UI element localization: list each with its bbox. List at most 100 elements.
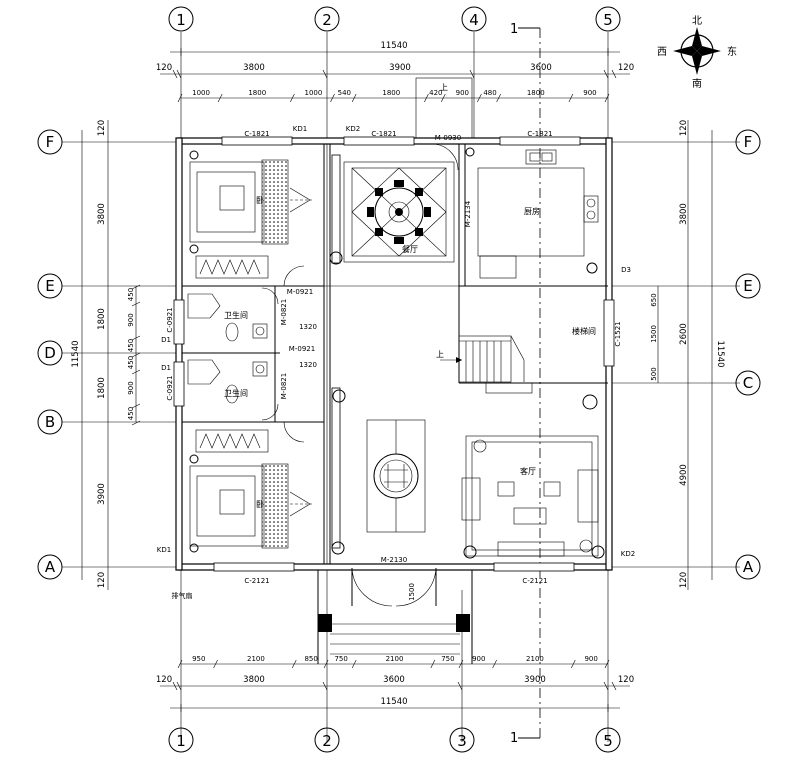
bedroom-bottom-label: 卧 bbox=[256, 500, 264, 509]
dim-right-minor-3: 500 bbox=[650, 367, 658, 380]
bottom-minor-1: 2100 bbox=[247, 655, 265, 663]
svg-text:3: 3 bbox=[457, 732, 467, 750]
dim-left-major-2: 1800 bbox=[97, 308, 107, 330]
dimension-left: 120 3800 1800 1800 3900 120 11540 450900… bbox=[71, 120, 141, 590]
dim-overall-bottom: 11540 bbox=[380, 697, 407, 707]
bedroom-bottom-door bbox=[283, 421, 305, 443]
stair-up-top: 上 bbox=[440, 83, 448, 92]
left-minor-5: 450 bbox=[127, 407, 135, 420]
dining-area: 餐厅 bbox=[329, 154, 455, 265]
dim-top-major-1: 3800 bbox=[243, 63, 265, 73]
left-minor-4: 900 bbox=[127, 381, 135, 394]
dim-wall-bottom-left: 120 bbox=[156, 675, 172, 685]
section-mark-top: 1 bbox=[510, 22, 518, 37]
axis-bubble-bottom-5: 5 bbox=[595, 727, 621, 753]
bottom-minor-3: 750 bbox=[334, 655, 347, 663]
top-minor-4: 1800 bbox=[382, 89, 400, 97]
compass-west: 西 bbox=[657, 47, 667, 58]
dim-right-major-2: 2600 bbox=[679, 323, 689, 345]
window-tag-c2121-1: C-2121 bbox=[244, 577, 269, 585]
window-tag-c0921-1: C-0921 bbox=[166, 307, 174, 332]
door-tag-m0930: M-0930 bbox=[435, 134, 461, 142]
door-tag-m0921-1: M-0921 bbox=[287, 288, 313, 296]
svg-text:E: E bbox=[45, 277, 54, 295]
bottom-minor-8: 900 bbox=[584, 655, 597, 663]
compass-south: 南 bbox=[692, 77, 702, 90]
bottom-minor-7: 2100 bbox=[526, 655, 544, 663]
bedroom-top: 卧 bbox=[189, 150, 312, 279]
axis-bubble-left-E: E bbox=[37, 273, 63, 299]
window-tag-c2121-2: C-2121 bbox=[522, 577, 547, 585]
door-tag-d1-2: D1 bbox=[161, 364, 171, 372]
left-minor-0: 450 bbox=[127, 288, 135, 301]
axis-bubble-top-4: 4 bbox=[461, 6, 487, 32]
living-room: 客厅 bbox=[461, 435, 605, 559]
dim-left-major-4: 3900 bbox=[97, 483, 107, 505]
svg-text:2: 2 bbox=[322, 11, 332, 29]
bottom-minor-6: 900 bbox=[472, 655, 485, 663]
top-minor-6: 900 bbox=[456, 89, 469, 97]
axis-bubble-top-1: 1 bbox=[168, 6, 194, 32]
svg-text:4: 4 bbox=[469, 11, 479, 29]
staircase: 上 楼梯间 bbox=[436, 326, 598, 410]
bottom-minor-5: 750 bbox=[441, 655, 454, 663]
window-tag-c1821-2: C-1821 bbox=[371, 130, 396, 138]
bottom-minor-2: 850 bbox=[304, 655, 317, 663]
foyer-panel bbox=[331, 387, 426, 555]
bath-1-label: 卫生间 bbox=[224, 310, 248, 320]
compass-north: 北 bbox=[692, 15, 702, 27]
door-tag-d1-1: D1 bbox=[161, 336, 171, 344]
entry-depth-label: 1500 bbox=[408, 583, 416, 601]
dim-wall-top-right: 120 bbox=[618, 63, 634, 73]
door-tag-m0921-2: M-0921 bbox=[289, 345, 315, 353]
opening-tags: C-1821 C-1821 C-1821 KD1 KD2 M-0930 M-21… bbox=[157, 125, 635, 600]
left-minor-1: 900 bbox=[127, 313, 135, 326]
dim-bottom-major-2: 3600 bbox=[383, 675, 405, 685]
svg-text:F: F bbox=[744, 133, 753, 151]
door-tag-kd1-top: KD1 bbox=[293, 125, 307, 133]
section-mark-bottom: 1 bbox=[510, 731, 518, 746]
dining-label: 餐厅 bbox=[402, 245, 418, 254]
compass-east: 东 bbox=[727, 45, 737, 58]
axis-bubble-bottom-1: 1 bbox=[168, 727, 194, 753]
bedroom-top-label: 卧 bbox=[256, 196, 264, 205]
axis-bubble-top-2: 2 bbox=[314, 6, 340, 32]
axis-bubble-right-C: C bbox=[735, 370, 761, 396]
windows bbox=[173, 136, 615, 572]
bath-width-1: 1320 bbox=[299, 323, 317, 331]
svg-text:F: F bbox=[46, 133, 55, 151]
dim-overall-left: 11540 bbox=[71, 340, 81, 367]
stair-room-label: 楼梯间 bbox=[572, 326, 596, 336]
svg-text:5: 5 bbox=[603, 732, 613, 750]
door-tag-m2130: M-2130 bbox=[381, 556, 407, 564]
dim-wall-left-top: 120 bbox=[97, 120, 107, 136]
axis-bubble-right-E: E bbox=[735, 273, 761, 299]
bottom-minor-0: 950 bbox=[192, 655, 205, 663]
door-tag-kd2-top: KD2 bbox=[346, 125, 360, 133]
axis-bubble-bottom-3: 3 bbox=[449, 727, 475, 753]
axis-bubble-left-B: B bbox=[37, 409, 63, 435]
dim-overall-right: 11540 bbox=[715, 340, 725, 367]
dim-left-major-1: 3800 bbox=[97, 203, 107, 225]
svg-text:1: 1 bbox=[176, 732, 186, 750]
door-tag-kd2-bottom: KD2 bbox=[621, 550, 635, 558]
dim-overall-top: 11540 bbox=[380, 41, 407, 51]
top-minor-7: 480 bbox=[483, 89, 496, 97]
dim-top-major-2: 3900 bbox=[389, 63, 411, 73]
living-room-label: 客厅 bbox=[520, 466, 536, 476]
axis-bubble-left-A: A bbox=[37, 554, 63, 580]
svg-text:A: A bbox=[45, 558, 56, 576]
top-minor-9: 900 bbox=[583, 89, 596, 97]
svg-text:2: 2 bbox=[322, 732, 332, 750]
axis-bubble-top-5: 5 bbox=[595, 6, 621, 32]
axis-bubble-right-F: F bbox=[735, 129, 761, 155]
axis-bubble-bottom-2: 2 bbox=[314, 727, 340, 753]
dim-left-major-3: 1800 bbox=[97, 377, 107, 399]
top-minor-8: 1800 bbox=[527, 89, 545, 97]
